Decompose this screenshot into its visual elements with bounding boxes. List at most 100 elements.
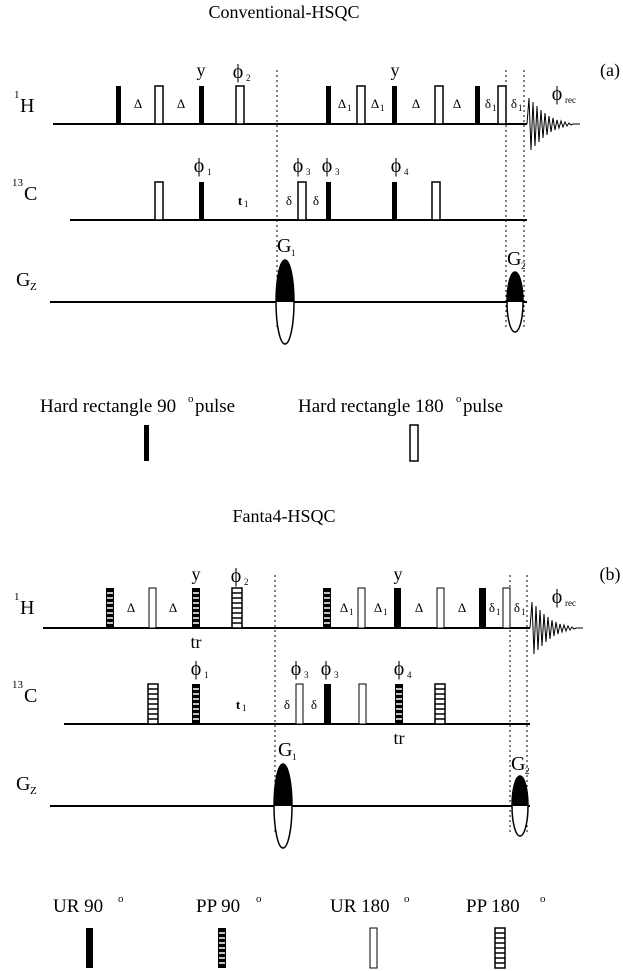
svg-text:o: o bbox=[188, 393, 194, 405]
svg-text:13: 13 bbox=[12, 679, 24, 691]
panel-a-h-label: 1 H bbox=[14, 89, 34, 117]
svg-text:C: C bbox=[24, 183, 37, 205]
svg-text:H: H bbox=[20, 95, 34, 117]
svg-text:Δ: Δ bbox=[169, 600, 177, 615]
c-180-pulse bbox=[154, 181, 164, 221]
panel-b-tag: (b) bbox=[600, 564, 621, 585]
c-180-pulse bbox=[297, 181, 307, 221]
svg-text:δ: δ bbox=[311, 697, 317, 712]
h-90-pulse bbox=[326, 86, 331, 124]
svg-text:o: o bbox=[540, 893, 546, 905]
svg-text:Hard rectangle 180: Hard rectangle 180 bbox=[298, 396, 444, 417]
svg-text:rec: rec bbox=[565, 95, 576, 105]
svg-text:1: 1 bbox=[383, 607, 388, 617]
h-90-pulse bbox=[116, 86, 121, 124]
ur-180-pulse bbox=[148, 587, 157, 629]
svg-text:3: 3 bbox=[306, 167, 311, 177]
ur-180-pulse bbox=[358, 683, 367, 725]
svg-text:δ: δ bbox=[313, 193, 319, 208]
svg-text:o: o bbox=[118, 893, 124, 905]
svg-text:t: t bbox=[238, 193, 243, 208]
svg-text:ϕ: ϕ bbox=[231, 565, 242, 587]
svg-text:ϕ: ϕ bbox=[552, 586, 563, 608]
ur-180-pulse bbox=[357, 587, 366, 629]
panel-b-h-pulses bbox=[106, 587, 511, 629]
svg-text:Δ: Δ bbox=[127, 600, 135, 615]
panel-a-gradient-g2: G 2 bbox=[506, 248, 526, 333]
svg-text:ϕ: ϕ bbox=[293, 155, 304, 177]
svg-text:Δ: Δ bbox=[338, 96, 346, 111]
svg-text:o: o bbox=[456, 393, 462, 405]
panel-a-gz-label: G Z bbox=[16, 269, 37, 293]
svg-text:1: 1 bbox=[380, 103, 385, 113]
c-180-pulse bbox=[431, 181, 441, 221]
svg-text:3: 3 bbox=[304, 670, 309, 680]
svg-text:ϕ: ϕ bbox=[321, 658, 332, 680]
svg-text:ϕ: ϕ bbox=[191, 658, 202, 680]
c-90-pulse bbox=[199, 182, 204, 220]
svg-text:δ: δ bbox=[511, 96, 517, 111]
legend-ur-90-icon bbox=[86, 928, 93, 968]
svg-text:ϕ: ϕ bbox=[394, 658, 405, 680]
panel-a-h-annotations: Δ Δ y ϕ 2 Δ 1 Δ 1 y Δ Δ δ 1 δ 1 ϕ rec bbox=[134, 60, 576, 113]
svg-text:Δ: Δ bbox=[371, 96, 379, 111]
svg-text:ϕ: ϕ bbox=[194, 155, 205, 177]
svg-text:1: 1 bbox=[14, 591, 20, 603]
svg-text:UR 180: UR 180 bbox=[330, 896, 390, 917]
panel-a-c-annotations: ϕ 1 t 1 δ ϕ 3 δ ϕ 3 ϕ 4 bbox=[194, 155, 409, 209]
svg-text:ϕ: ϕ bbox=[552, 83, 563, 105]
legend-ur-180-icon bbox=[369, 927, 378, 969]
panel-b-c-annotations: ϕ 1 t 1 δ ϕ 3 δ ϕ 3 ϕ 4 tr bbox=[191, 658, 412, 748]
panel-a-legend: Hard rectangle 90 o pulse Hard rectangle… bbox=[40, 393, 503, 462]
svg-text:G: G bbox=[16, 269, 30, 291]
h-180-pulse bbox=[235, 85, 245, 125]
panel-a-c-label: 13 C bbox=[12, 177, 37, 205]
ur-180-pulse bbox=[502, 587, 511, 629]
panel-b-title: Fanta4-HSQC bbox=[233, 506, 336, 526]
svg-text:ϕ: ϕ bbox=[322, 155, 333, 177]
h-180-pulse bbox=[154, 85, 164, 125]
svg-text:2: 2 bbox=[244, 577, 249, 587]
svg-text:Δ: Δ bbox=[177, 96, 185, 111]
svg-text:ϕ: ϕ bbox=[291, 658, 302, 680]
svg-text:UR 90: UR 90 bbox=[53, 896, 103, 917]
svg-text:1: 1 bbox=[204, 670, 209, 680]
svg-text:y: y bbox=[192, 564, 201, 584]
svg-text:Z: Z bbox=[30, 281, 37, 293]
c-90-pulse bbox=[392, 182, 397, 220]
svg-text:t: t bbox=[236, 697, 241, 712]
h-90-pulse bbox=[475, 86, 480, 124]
svg-text:δ: δ bbox=[284, 697, 290, 712]
panel-b-legend: UR 90 o PP 90 o UR 180 o PP 180 o bbox=[53, 893, 546, 969]
svg-text:y: y bbox=[391, 60, 400, 80]
h-90-pulse bbox=[199, 86, 204, 124]
svg-text:1: 1 bbox=[521, 607, 526, 617]
svg-text:δ: δ bbox=[514, 600, 520, 615]
svg-text:Δ: Δ bbox=[134, 96, 142, 111]
legend-hard-180-icon bbox=[409, 424, 419, 462]
panel-b-h-label: 1 H bbox=[14, 591, 34, 619]
legend-hard-90-icon bbox=[144, 425, 149, 461]
c-90-pulse bbox=[326, 182, 331, 220]
panel-b-c-label: 13 C bbox=[12, 679, 37, 707]
svg-text:1: 1 bbox=[492, 103, 497, 113]
svg-text:rec: rec bbox=[565, 598, 576, 608]
svg-text:1: 1 bbox=[207, 167, 212, 177]
svg-text:δ: δ bbox=[485, 96, 491, 111]
panel-a-gradient-g1: G 1 bbox=[275, 235, 296, 345]
panel-a-title: Conventional-HSQC bbox=[209, 2, 360, 22]
svg-text:δ: δ bbox=[286, 193, 292, 208]
svg-text:1: 1 bbox=[14, 89, 20, 101]
svg-text:Δ: Δ bbox=[453, 96, 461, 111]
svg-text:ϕ: ϕ bbox=[391, 155, 402, 177]
svg-text:1: 1 bbox=[292, 752, 297, 762]
svg-text:3: 3 bbox=[334, 670, 339, 680]
svg-text:G: G bbox=[16, 773, 30, 795]
svg-text:H: H bbox=[20, 597, 34, 619]
svg-text:PP 90: PP 90 bbox=[196, 896, 240, 917]
panel-b-c-pulses bbox=[147, 683, 446, 725]
h-180-pulse bbox=[434, 85, 444, 125]
svg-text:pulse: pulse bbox=[463, 396, 503, 417]
svg-text:2: 2 bbox=[525, 766, 530, 776]
